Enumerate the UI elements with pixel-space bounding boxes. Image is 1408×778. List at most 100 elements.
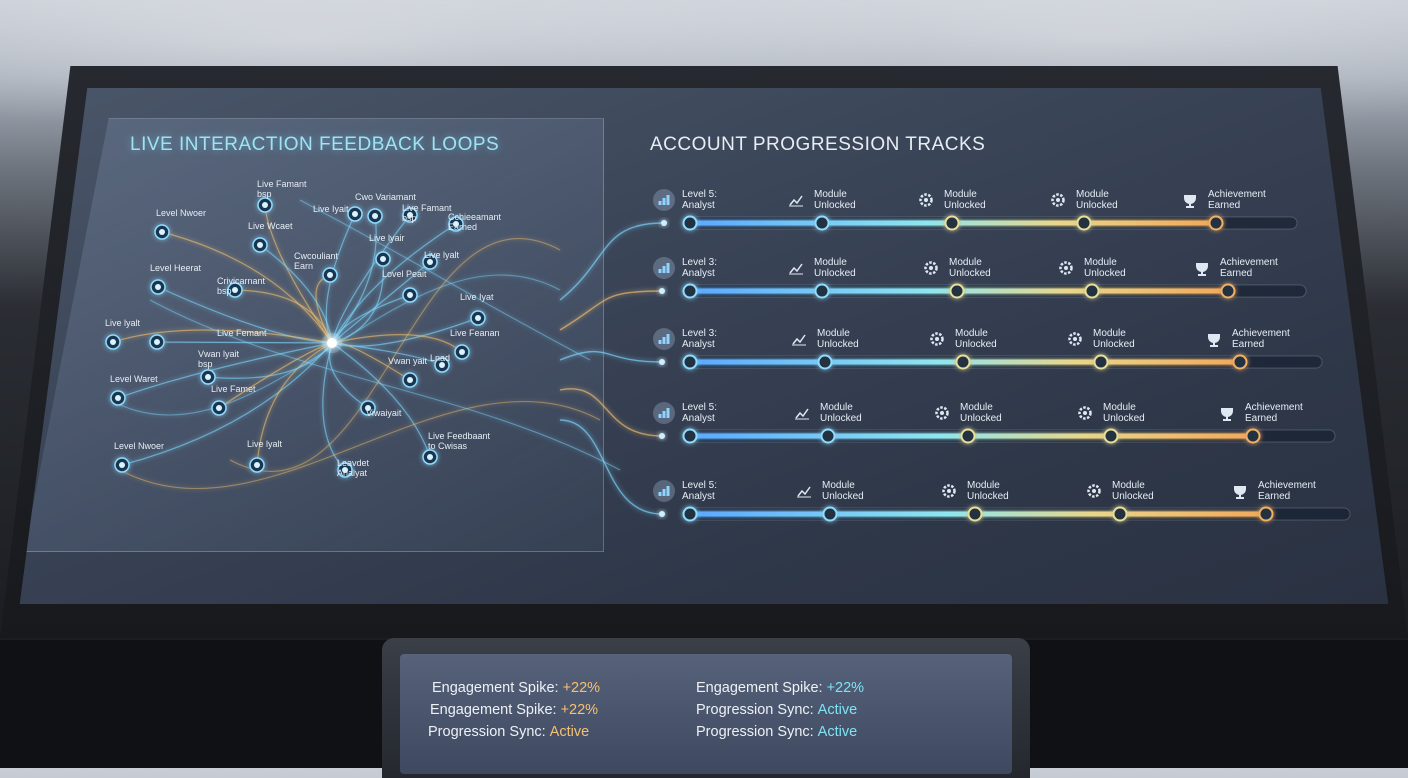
- feedback-node[interactable]: Live lyalt: [105, 318, 141, 350]
- feedback-node-label: Lnad: [430, 353, 450, 363]
- feedback-node[interactable]: Live lyalt: [247, 439, 283, 473]
- milestone-label: Level 3:Analyst: [682, 328, 717, 350]
- feedback-node[interactable]: Live lyalt: [422, 250, 460, 270]
- milestone-dot: [1112, 506, 1128, 522]
- feedback-node[interactable]: Live lyair: [369, 233, 405, 267]
- feedback-node[interactable]: Live Feanan: [450, 328, 500, 360]
- feedback-node-label: Live lyalt: [105, 318, 141, 328]
- milestone-label: Level 5:Analyst: [682, 480, 717, 502]
- feedback-node[interactable]: Lovel Peait: [382, 269, 427, 303]
- feedback-node[interactable]: Lnad: [430, 353, 450, 373]
- feedback-node[interactable]: Live Iyait: [313, 204, 363, 222]
- gear-icon: [924, 261, 938, 275]
- gear-icon: [1068, 332, 1082, 346]
- milestone-dot: [1093, 354, 1109, 370]
- status-progression-sync-3: Progression Sync:Active: [696, 724, 858, 740]
- feedback-link: [322, 342, 346, 471]
- track-milestone[interactable]: Level 5:Analyst: [653, 402, 717, 444]
- gear-icon: [1059, 261, 1073, 275]
- feedback-node[interactable]: Level Nwoer: [114, 441, 164, 473]
- track-milestone[interactable]: Level 3:Analyst: [653, 257, 717, 299]
- feedback-node[interactable]: Viwaiyait: [360, 400, 402, 418]
- milestone-label: Level 3:Analyst: [682, 257, 717, 279]
- milestone-label: Level 5:Analyst: [682, 189, 717, 211]
- trophy-icon: [1196, 263, 1208, 276]
- feedback-node[interactable]: Live Femant: [149, 328, 267, 350]
- feedback-node[interactable]: Cwo Variamant: [355, 192, 416, 224]
- feedback-node[interactable]: Live Famet: [211, 384, 256, 416]
- feedback-node[interactable]: Live Iyat: [460, 292, 494, 326]
- milestone-dot: [682, 215, 698, 231]
- status-progression-sync-1: Progression Sync:Active: [428, 724, 590, 740]
- track-milestone[interactable]: Level 3:Analyst: [653, 328, 717, 370]
- bar-chart-icon: [653, 402, 675, 424]
- track-milestone[interactable]: Level 5:Analyst: [653, 480, 717, 522]
- track-start-dot: [659, 359, 665, 365]
- feedback-node[interactable]: Level Waret: [110, 374, 158, 406]
- gear-icon: [942, 484, 956, 498]
- bar-chart-icon: [653, 257, 675, 279]
- track-milestone[interactable]: Level 5:Analyst: [653, 189, 717, 231]
- feedback-link: [331, 223, 457, 344]
- feedback-node[interactable]: Live Wcaet: [248, 221, 293, 253]
- feedback-loop-curve: [149, 299, 621, 471]
- feedback-node[interactable]: Level Heerat: [150, 263, 202, 295]
- feedback-node-label: Live lyalt: [247, 439, 283, 449]
- trophy-icon: [1208, 334, 1220, 347]
- gear-icon: [935, 406, 949, 420]
- milestone-dot: [949, 283, 965, 299]
- feedback-loops-glass-panel: [24, 118, 604, 552]
- trophy-icon: [1184, 195, 1196, 208]
- trend-chart-icon: [797, 486, 811, 498]
- feedback-node[interactable]: Level Nwoer: [154, 208, 206, 240]
- feedback-node[interactable]: Vwan yait: [388, 356, 428, 388]
- hub-node: [322, 333, 342, 353]
- feedback-node-label: Live lyalt: [424, 250, 460, 260]
- trophy-icon: [1221, 408, 1233, 421]
